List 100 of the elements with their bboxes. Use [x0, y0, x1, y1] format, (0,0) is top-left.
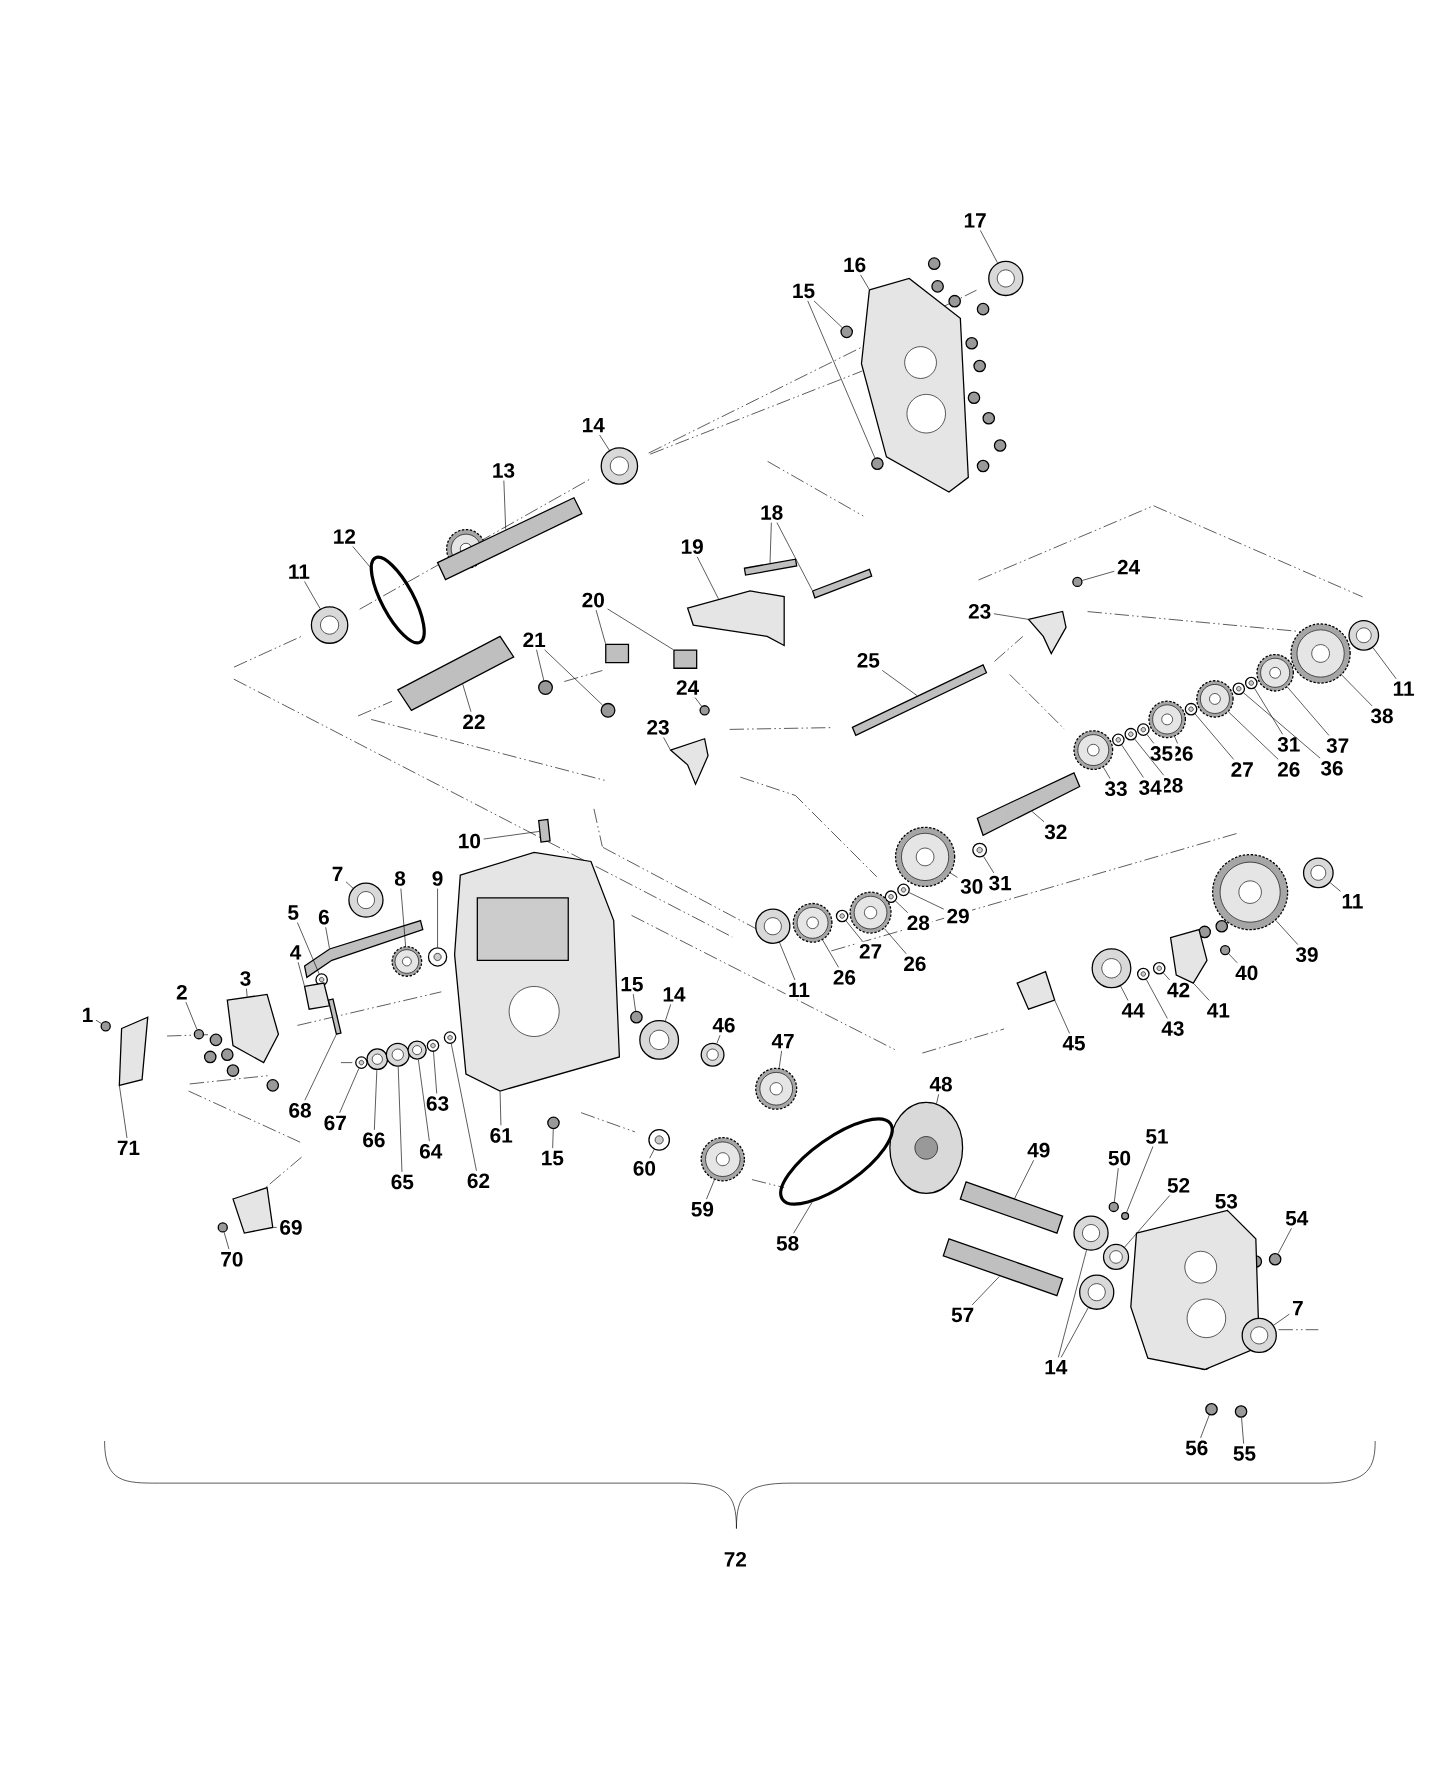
bolt	[547, 1116, 560, 1130]
bearing	[1302, 857, 1334, 889]
callout-number: 45	[1059, 1033, 1088, 1053]
callout-number: 39	[1292, 944, 1321, 965]
washer	[1136, 723, 1150, 736]
leader-line	[1060, 1307, 1089, 1358]
leader-line	[223, 1232, 230, 1250]
leader-line	[397, 1066, 403, 1173]
bearing	[310, 606, 349, 644]
callout-number: 14	[579, 415, 608, 435]
callout-number: 63	[423, 1093, 452, 1114]
shaft	[436, 496, 583, 581]
leader-line	[1277, 1227, 1292, 1254]
callout-number: 37	[1323, 735, 1352, 756]
callout-number: 48	[926, 1074, 955, 1094]
pin	[743, 558, 798, 576]
shaft	[959, 1181, 1064, 1234]
leader-line	[544, 649, 603, 706]
seal	[700, 1042, 725, 1067]
callout-number: 3	[237, 968, 254, 989]
callout-number: 61	[487, 1125, 516, 1146]
callout-number: 72	[724, 1552, 746, 1567]
gear	[385, 1042, 410, 1067]
callout-number: 15	[538, 1148, 567, 1168]
gear	[1290, 623, 1351, 684]
leader-line	[1174, 736, 1178, 744]
sleeve	[673, 649, 698, 669]
callout-number: 11	[1390, 679, 1417, 699]
washer	[1124, 727, 1138, 741]
bracket	[232, 1186, 274, 1234]
callout-number: 58	[773, 1233, 802, 1254]
leader-line	[1273, 1313, 1290, 1326]
washer	[1111, 733, 1125, 747]
callout-number: 31	[986, 873, 1014, 893]
callout-number: 26	[830, 967, 859, 988]
cover-plate	[1130, 1209, 1260, 1371]
callout-number: 14	[1041, 1357, 1070, 1377]
callout-number: 13	[489, 460, 518, 481]
bolt	[870, 457, 884, 470]
leader-line	[769, 522, 772, 564]
callout-number: 44	[1119, 1000, 1147, 1020]
pin	[537, 818, 551, 843]
leader-line	[706, 1179, 715, 1200]
callout-number: 69	[276, 1217, 305, 1238]
leader-line	[462, 684, 472, 713]
leader-line	[345, 881, 354, 889]
bolt	[1219, 944, 1231, 956]
gear	[1148, 700, 1186, 739]
leader-line	[1228, 953, 1238, 964]
washer	[835, 909, 849, 923]
callout-number: 35	[1147, 743, 1176, 764]
seal	[443, 1031, 457, 1044]
leader-line	[1226, 1209, 1228, 1212]
leader-line	[595, 609, 606, 644]
leader-line	[1014, 1159, 1034, 1199]
callout-number: 60	[630, 1158, 659, 1179]
leader-line	[883, 928, 907, 954]
bearing	[755, 908, 791, 944]
leader-line	[1145, 979, 1168, 1019]
callout-number: 33	[1102, 778, 1130, 799]
leader-line	[1329, 882, 1341, 892]
callout-number: 24	[1114, 557, 1143, 577]
callout-number: 18	[757, 502, 786, 523]
leader-line	[1126, 1146, 1154, 1213]
leader-line	[503, 480, 506, 530]
leader-line	[499, 1091, 502, 1126]
callout-number: 11	[285, 562, 313, 582]
leader-line	[417, 1059, 430, 1142]
leader-line	[694, 697, 702, 707]
leader-line	[1054, 1000, 1070, 1034]
callout-number: 31	[1274, 734, 1303, 755]
seal	[988, 260, 1024, 297]
leader-line	[246, 988, 248, 997]
plate	[1169, 928, 1208, 984]
callout-number: 23	[643, 717, 672, 738]
leader-line	[813, 300, 843, 328]
leader-line	[1057, 1249, 1087, 1358]
callout-number: 27	[856, 941, 885, 961]
bolt	[1268, 1252, 1282, 1266]
leader-line	[979, 230, 998, 264]
gear	[1195, 680, 1234, 718]
callout-number: 7	[329, 864, 346, 884]
leader-line	[881, 670, 918, 696]
leader-line	[776, 522, 813, 591]
washer	[426, 1039, 440, 1052]
callout-number: 49	[1024, 1140, 1053, 1160]
bolt	[1234, 1405, 1248, 1418]
callout-number: 6	[315, 907, 332, 927]
washer	[1136, 967, 1150, 981]
leader-line	[352, 546, 371, 568]
leader-line	[1120, 985, 1129, 1001]
callout-number: 19	[678, 536, 706, 557]
leader-line	[599, 434, 610, 451]
leader-line	[822, 939, 839, 968]
callout-number: 47	[769, 1031, 797, 1051]
callout-number: 28	[904, 913, 933, 933]
leader-line	[273, 1227, 277, 1228]
callout-number: 41	[1204, 1000, 1233, 1020]
leader-line	[1163, 972, 1170, 981]
leader-line	[1200, 1414, 1210, 1439]
